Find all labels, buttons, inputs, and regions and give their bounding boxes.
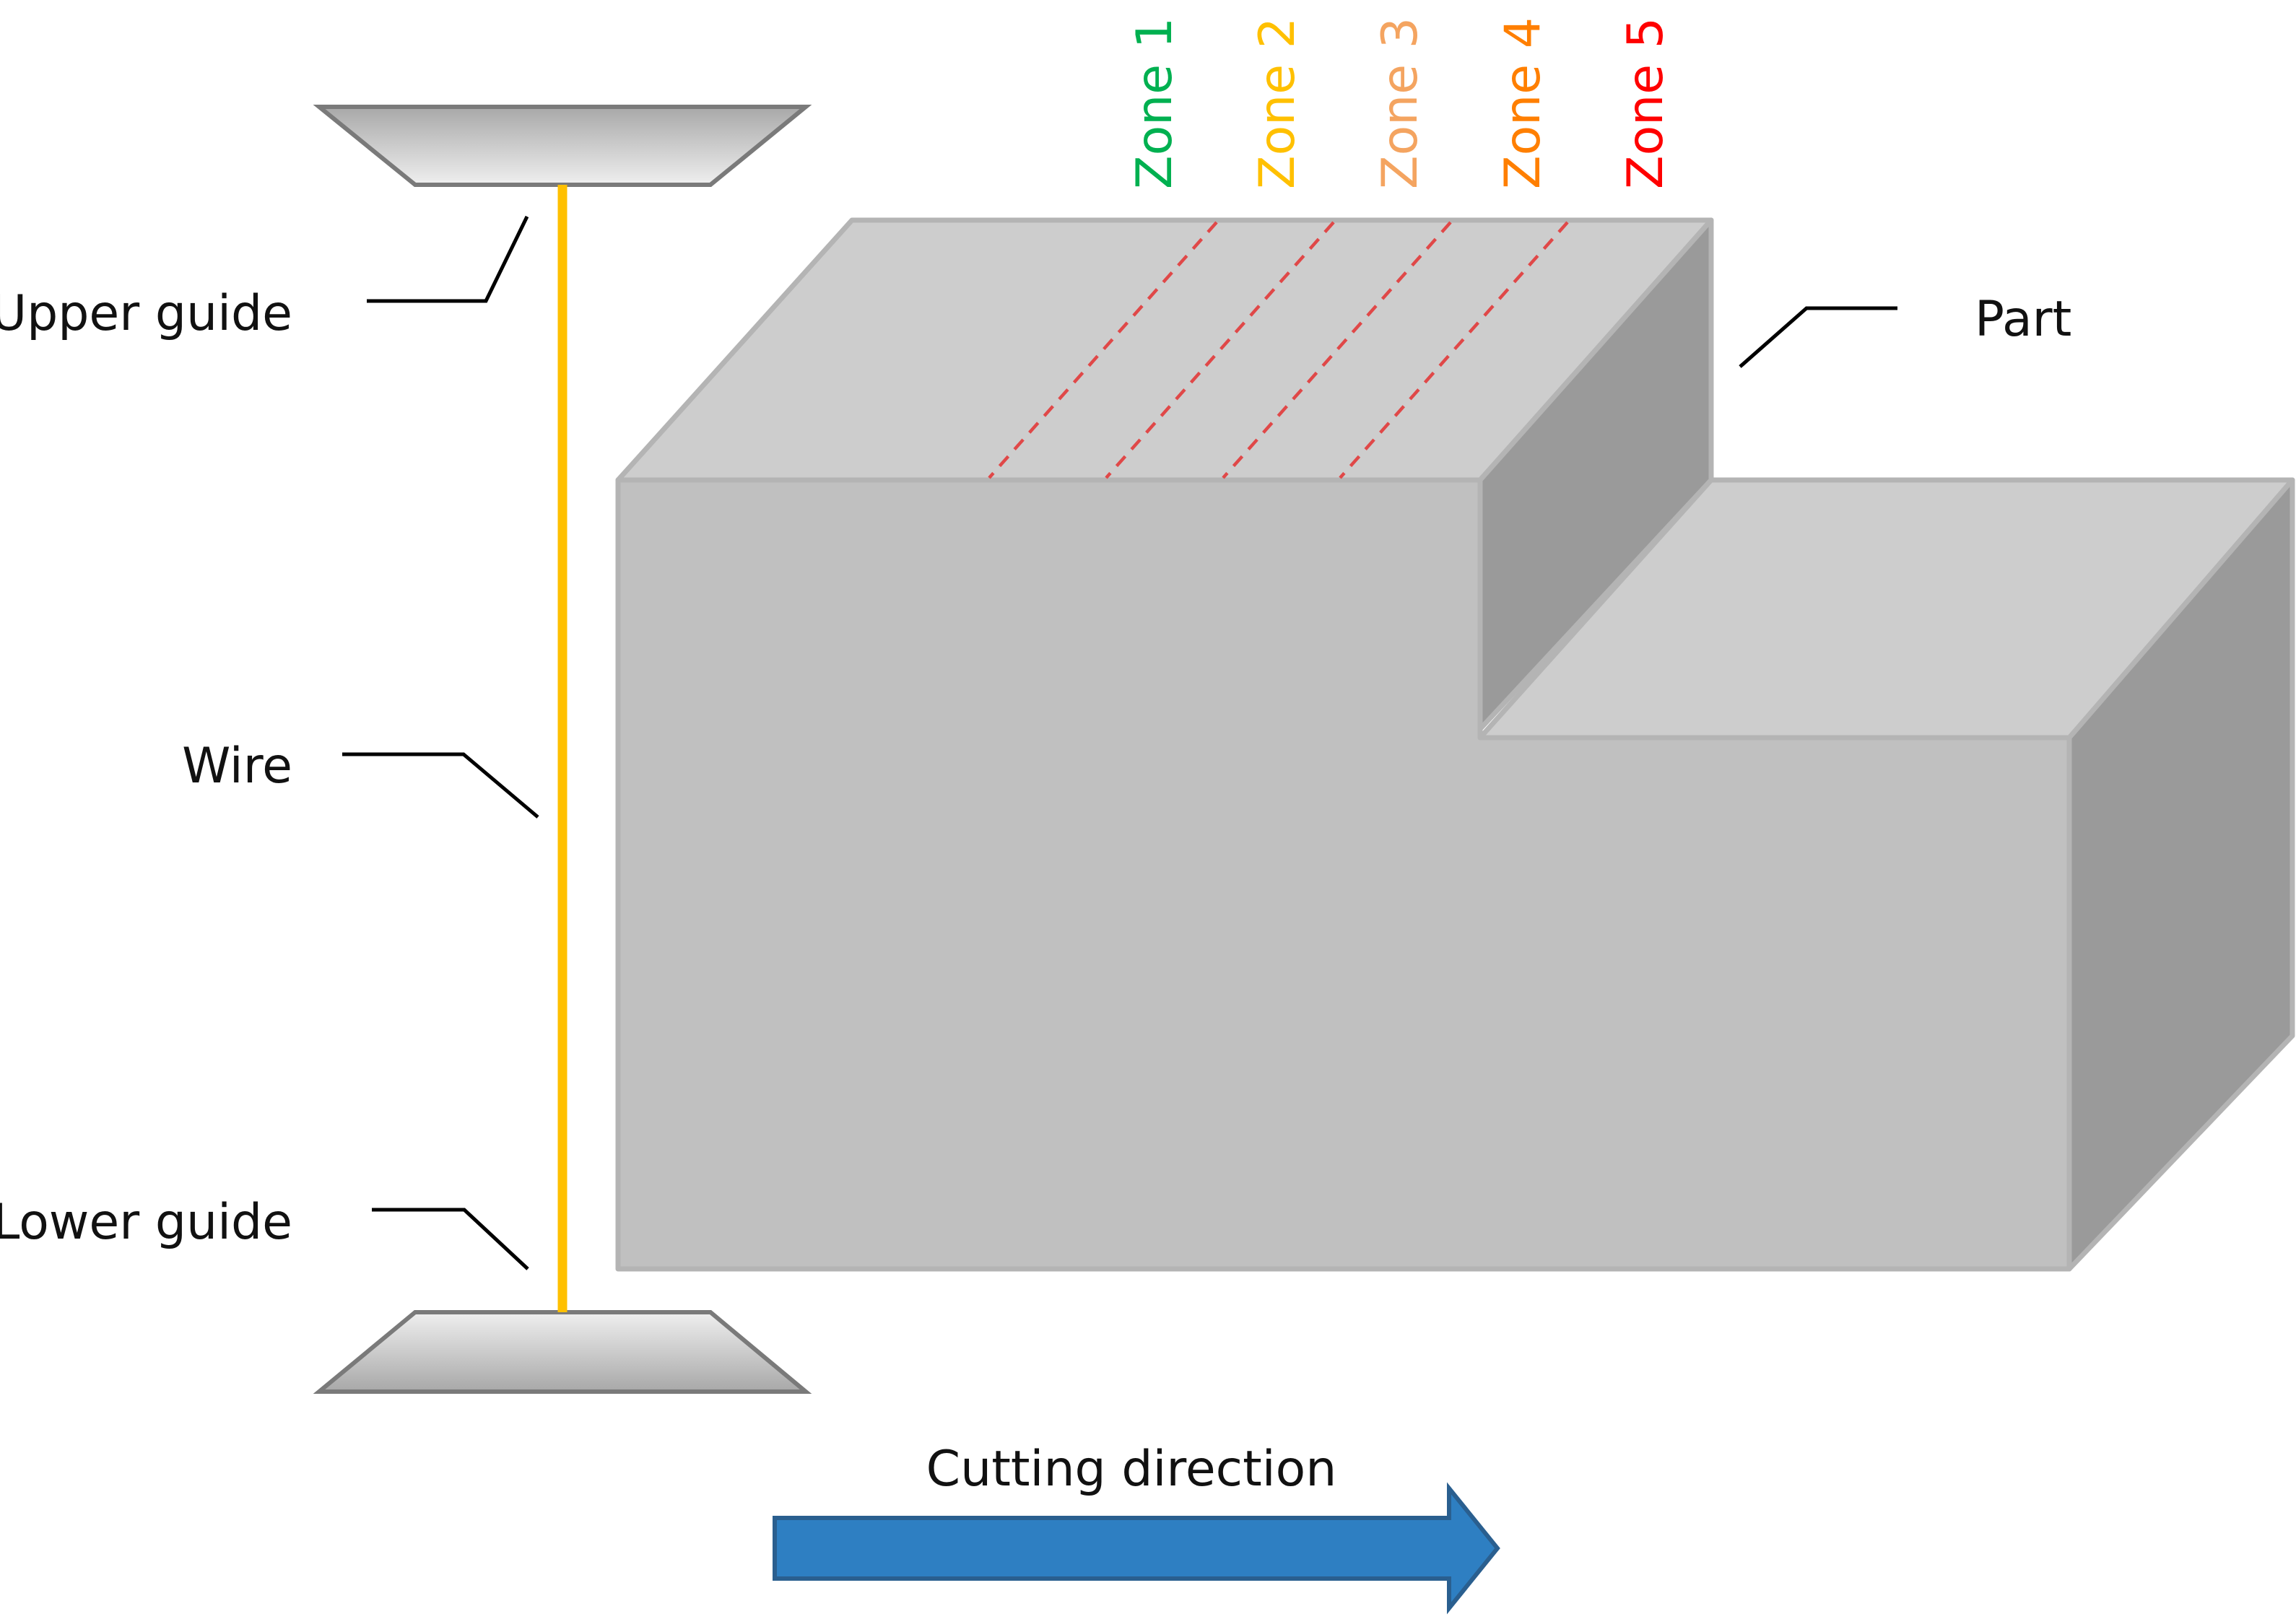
- zone-divider-2: [1105, 221, 1335, 479]
- zone-5-label: Zone 5: [1617, 17, 1674, 189]
- part-front-face: [615, 477, 2072, 1272]
- wire-leader: [342, 752, 539, 819]
- wire-label: Wire: [182, 738, 292, 795]
- cutting-direction-arrow: [773, 1482, 1500, 1615]
- upper-guide-label: Upper guide: [0, 285, 292, 342]
- part-label: Part: [1975, 291, 2071, 348]
- zone-divider-3: [1222, 221, 1452, 479]
- zone-divider-4: [1339, 221, 1569, 479]
- upper-guide: [313, 105, 812, 187]
- lower-guide: [313, 1310, 812, 1394]
- lower-guide-leader: [372, 1208, 529, 1270]
- upper-guide-leader: [367, 215, 529, 303]
- part-leader: [1739, 306, 1897, 368]
- zone-1-label: Zone 1: [1126, 17, 1183, 189]
- zone-labels: Zone 1 Zone 2 Zone 3 Zone 4 Zone 5: [1126, 17, 1674, 189]
- zone-divider-1: [988, 221, 1218, 479]
- zone-3-label: Zone 3: [1372, 17, 1429, 189]
- lower-guide-label: Lower guide: [0, 1194, 292, 1251]
- part-block: [615, 217, 2295, 1272]
- cutting-direction-label: Cutting direction: [926, 1441, 1337, 1498]
- zone-4-label: Zone 4: [1495, 17, 1552, 189]
- zone-2-label: Zone 2: [1249, 17, 1306, 189]
